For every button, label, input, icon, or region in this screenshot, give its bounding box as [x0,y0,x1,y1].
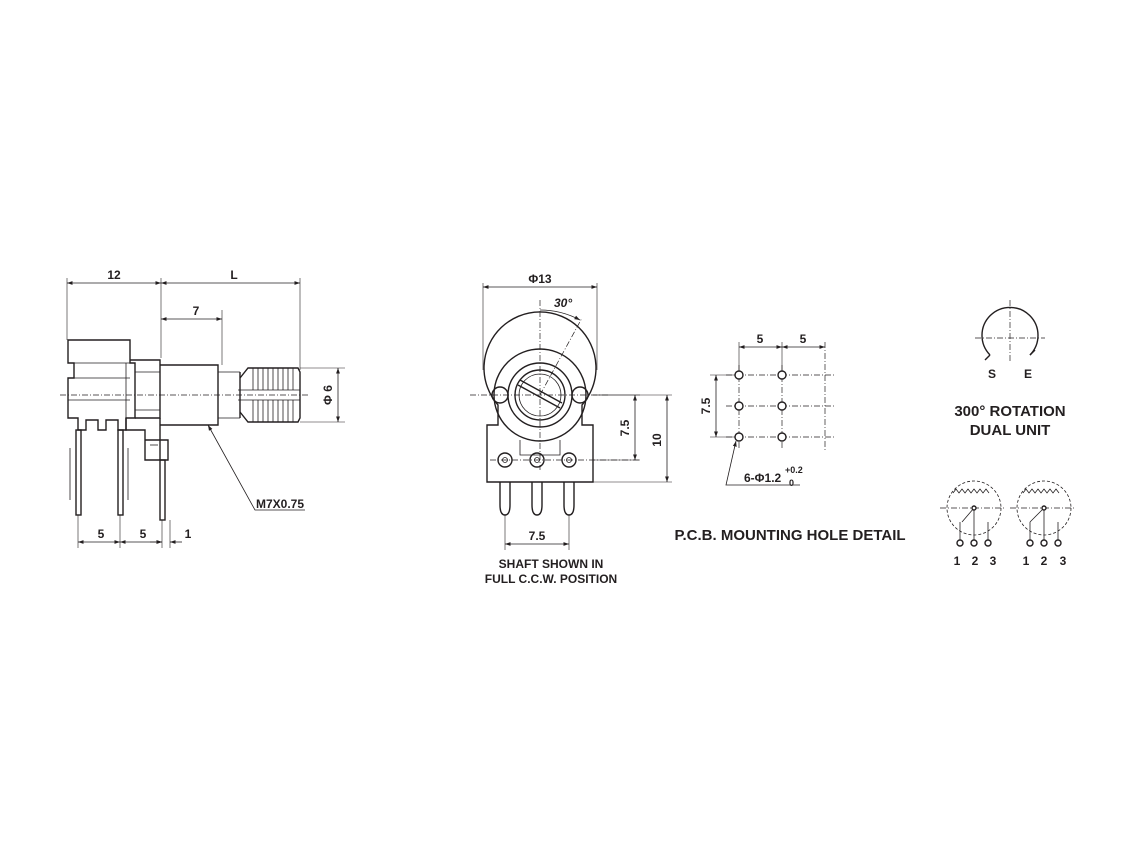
thread-label: M7X0.75 [256,497,304,511]
unit1-pin-1: 1 [954,554,961,568]
unit2-pin-1: 1 [1023,554,1030,568]
pcb-hole-grid [726,365,834,448]
pcb-dim-5b: 5 [800,332,807,346]
dim-1: 1 [185,527,192,541]
dim-12: 12 [107,268,121,282]
rotation-line1: 300° ROTATION [954,403,1065,420]
dim-phi13: Φ13 [528,272,552,286]
unit2-pin-2: 2 [1041,554,1048,568]
side-view: 12 L 7 [60,268,345,548]
pcb-title: P.C.B. MOUNTING HOLE DETAIL [674,527,905,544]
shaft-note-line1: SHAFT SHOWN IN [499,557,604,571]
unit2-pin-3: 3 [1060,554,1067,568]
pcb-dim-5a: 5 [757,332,764,346]
dim-phi6: Φ 6 [321,385,335,405]
label-s: S [988,367,996,381]
dim-7-5-vertical: 7.5 [618,419,632,436]
rotation-line2: DUAL UNIT [970,422,1051,439]
unit1-pin-3: 3 [990,554,997,568]
pcb-dim-7-5: 7.5 [699,397,713,414]
label-e: E [1024,367,1032,381]
front-view: Φ13 30° 7.5 [470,272,672,586]
rotation-diagram: S E 300° ROTATION DUAL UNIT [954,300,1066,439]
dim-5b: 5 [140,527,147,541]
dim-10: 10 [650,433,664,447]
dim-7: 7 [193,304,200,318]
schematic-unit-1: 1 2 3 [940,480,1005,568]
pcb-hole-detail: 5 5 7.5 6-Φ1.2 +0.2 0 P.C.B. MOUNTING HO… [674,332,905,544]
dim-5a: 5 [98,527,105,541]
schematic-unit-2: 1 2 3 [1010,480,1075,568]
angle-30: 30° [554,296,572,310]
dim-l: L [230,268,237,282]
hole-spec: 6-Φ1.2 [744,471,782,485]
dim-7-5-bottom: 7.5 [529,529,546,543]
shaft-note-line2: FULL C.C.W. POSITION [485,572,617,586]
unit1-pin-2: 2 [972,554,979,568]
hole-tol-upper: +0.2 [785,465,803,475]
hole-tol-lower: 0 [789,478,794,488]
